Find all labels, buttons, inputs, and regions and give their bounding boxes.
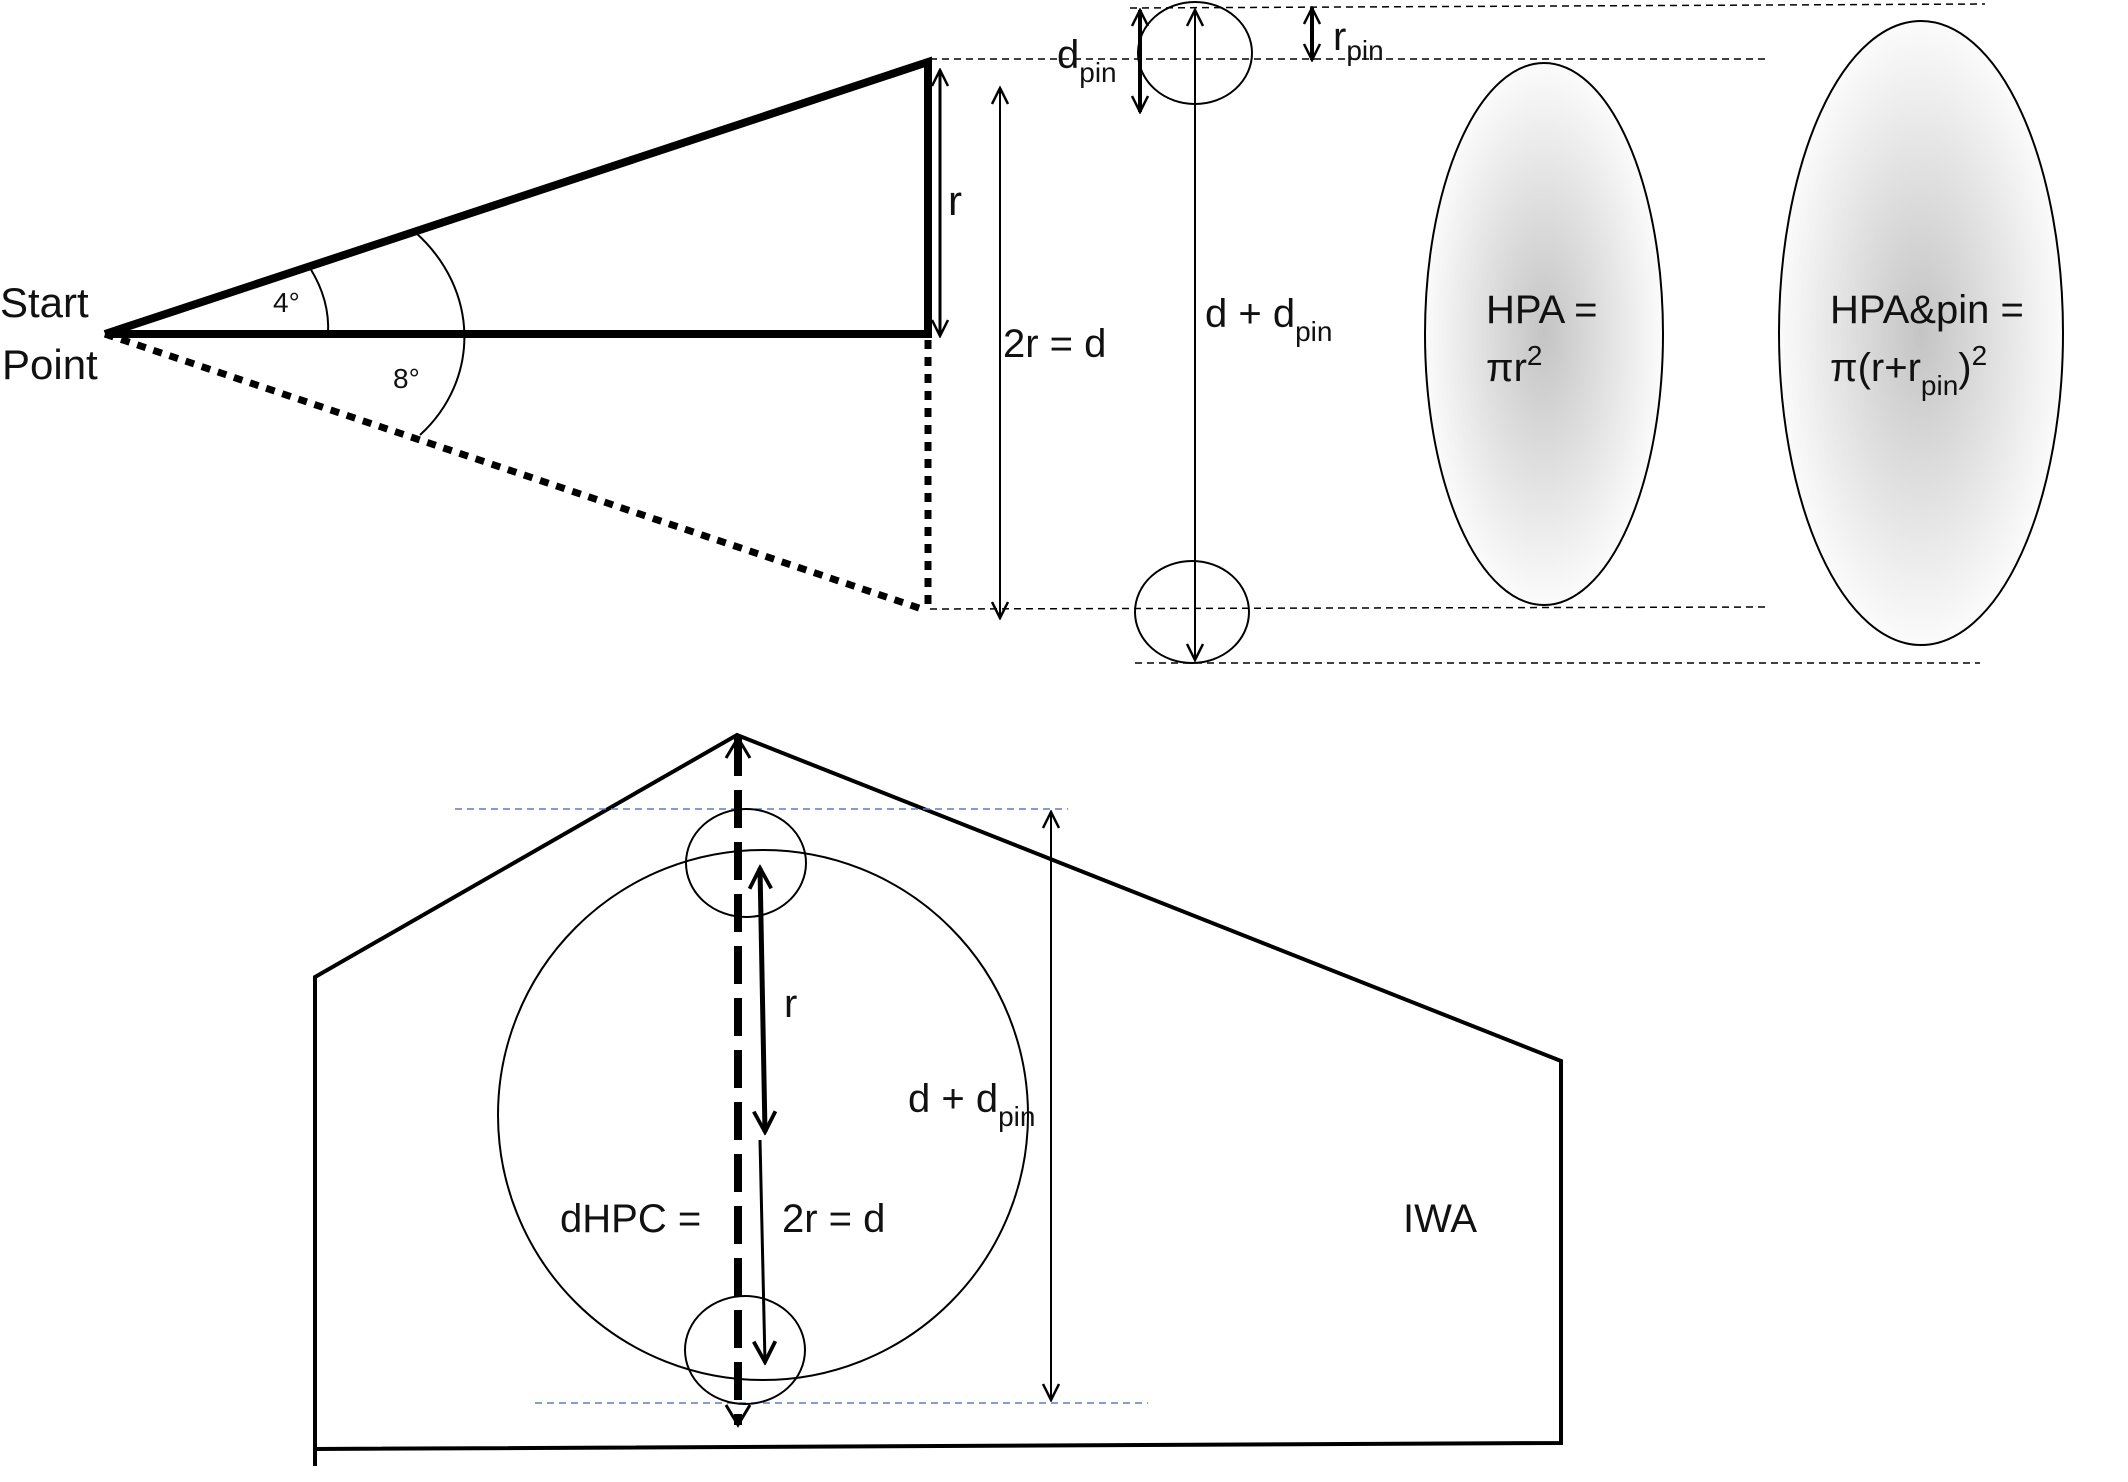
pin-circle-bottom [1134,560,1250,664]
dhpc-arrowhead-bottom [724,1404,752,1428]
dhpc-label: dHPC = [560,1197,701,1241]
r-arrow-bottomfig [760,868,765,1132]
hpa-pin-formula-line2: π(r+rpin)2 [1830,340,1987,401]
iwa-label: IWA [1403,1197,1477,1241]
d-plus-dpin-label-bottomfig: d + dpin [908,1077,1035,1132]
start-point-label-2: Point [2,341,98,388]
dhpc-arrowhead-top [724,735,752,759]
angle-4-label: 4° [273,287,300,318]
iwa-outline [313,732,1563,1452]
bottom-figure: r d + dpin dHPC = 2r = d IWA [313,732,1563,1466]
dotted-lower-edge [103,330,927,614]
top-figure: Start Point 4° 8° r 2r = d dpin rpin d +… [0,1,2064,664]
hpa-pin-ellipse [1778,20,2064,646]
guide-bottom-inner [929,606,1771,610]
hpa-pin-formula-line1: HPA&pin = [1830,288,2024,332]
angle-arc-8deg [414,231,466,436]
hpa-formula-line1: HPA = [1486,288,1598,332]
pin-circle-top-bottomfig [685,808,807,918]
rpin-label: rpin [1333,15,1384,66]
r-lower-segment [760,1139,765,1362]
hpa-ellipse [1424,62,1664,606]
dpin-label: dpin [1057,33,1117,88]
diameter-label-bottomfig: 2r = d [782,1197,885,1241]
hpc-circle [497,849,1029,1381]
start-point-label-1: Start [0,279,89,326]
angle-8-label: 8° [393,363,420,394]
angle-arc-4deg [309,267,330,335]
hpa-formula-line2: πr2 [1486,340,1543,390]
triangle-hypotenuse [103,56,932,338]
pin-circle-bottom-bottomfig [684,1295,806,1405]
r-label-bottomfig: r [784,982,797,1026]
guide-top-outer [1129,3,1986,9]
r-label: r [948,177,962,224]
diameter-label: 2r = d [1003,322,1106,366]
d-plus-dpin-label: d + dpin [1205,292,1332,347]
